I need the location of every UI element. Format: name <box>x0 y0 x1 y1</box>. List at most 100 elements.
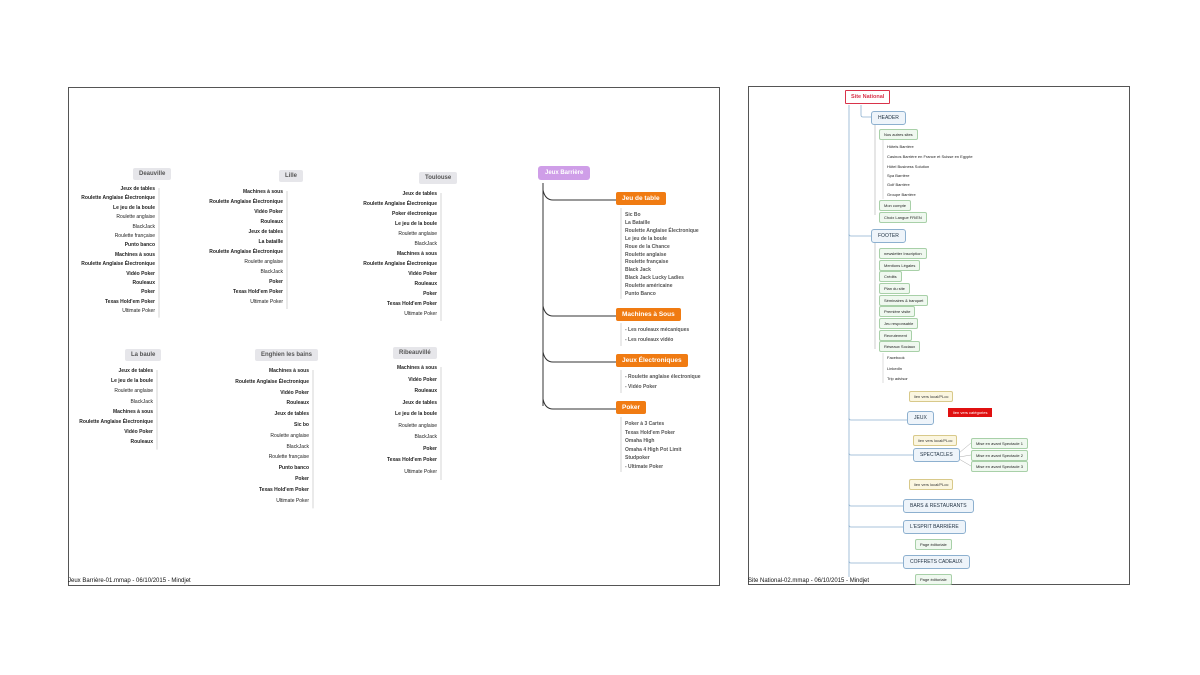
city-item[interactable]: Jeux de tables <box>402 191 437 197</box>
esprit-page-editoriale[interactable]: Page éditoriale <box>915 539 952 550</box>
city-item[interactable]: Punto banco <box>278 465 309 472</box>
city-item[interactable]: Vidéo Poker <box>254 209 283 215</box>
city-item[interactable]: Vidéo Poker <box>408 271 437 277</box>
city-label[interactable]: Ribeauvillé <box>393 347 437 359</box>
site-hotel-business[interactable]: Hôtel Business Solution <box>887 164 930 169</box>
city-label[interactable]: Lille <box>279 170 304 182</box>
footer-item-plan[interactable]: Plan du site <box>879 283 910 294</box>
category-item[interactable]: - Les rouleaux vidéo <box>625 336 674 343</box>
city-item[interactable]: Roulette française <box>268 454 309 461</box>
city-item[interactable]: Roulette anglaise <box>244 259 283 265</box>
city-item[interactable]: BlackJack <box>260 269 283 275</box>
nos-autres-sites[interactable]: Nos autres sites <box>879 129 918 140</box>
category-item[interactable]: Roulette américaine <box>625 283 673 290</box>
category-item[interactable]: Poker à 3 Cartes <box>625 421 665 427</box>
category-item[interactable]: Black Jack <box>625 267 651 274</box>
city-item[interactable]: Roulette Anglaise Électronique <box>363 261 437 267</box>
city-item[interactable]: Le jeu de la boule <box>395 411 437 417</box>
city-item[interactable]: Rouleaux <box>260 219 283 225</box>
city-item[interactable]: Rouleaux <box>132 280 155 286</box>
city-item[interactable]: Roulette Anglaise Électronique <box>235 378 309 385</box>
bars-link[interactable]: lien vers local/PLoc <box>909 479 954 490</box>
city-item[interactable]: Jeux de tables <box>118 368 153 374</box>
city-item[interactable]: Vidéo Poker <box>126 270 155 277</box>
category-item[interactable]: Roulette anglaise <box>625 251 667 258</box>
footer-item-seminaires[interactable]: Séminaires & banquet <box>879 295 929 306</box>
site-casinos-barriere[interactable]: Casinos Barrière en France et Suisse en … <box>887 154 973 159</box>
city-item[interactable]: Texas Hold'em Poker <box>386 301 437 307</box>
category-item[interactable]: - Roulette anglaise électronique <box>625 374 701 380</box>
category-item[interactable]: Roulette Anglaise Électronique <box>625 227 699 234</box>
city-item[interactable]: Ultimate Poker <box>250 299 283 305</box>
city-item[interactable]: Roulette française <box>114 233 155 239</box>
footer-item-reseaux[interactable]: Réseaux Sociaux <box>879 341 921 352</box>
city-item[interactable]: La bataille <box>258 239 283 245</box>
city-item[interactable]: BlackJack <box>132 223 155 230</box>
jeux-link[interactable]: lien vers local/PLoc <box>909 391 954 402</box>
city-item[interactable]: Roulette Anglaise Électronique <box>81 195 155 202</box>
spectacle-event-2[interactable]: Mise en avant Spectacle 2 <box>971 450 1028 461</box>
category-item[interactable]: - Ultimate Poker <box>625 463 664 470</box>
category-item[interactable]: - Les rouleaux mécaniques <box>625 327 690 333</box>
category-item[interactable]: Texas Hold'em Poker <box>625 429 676 436</box>
site-spa-barriere[interactable]: Spa Barrière <box>887 173 910 178</box>
city-item[interactable]: Roulette Anglaise Électronique <box>209 199 283 205</box>
city-item[interactable]: BlackJack <box>130 398 153 405</box>
city-item[interactable]: Jeux de tables <box>402 399 437 406</box>
city-item[interactable]: Poker <box>141 289 155 296</box>
coffrets-page-editoriale[interactable]: Page éditoriale <box>915 574 952 585</box>
city-item[interactable]: Poker <box>423 291 437 297</box>
category-machines-a-sous[interactable]: Machines à Sous <box>616 308 681 321</box>
category-item[interactable]: Sic Bo <box>625 212 641 218</box>
city-item[interactable]: Sic bo <box>293 422 309 428</box>
city-item[interactable]: Texas Hold'em Poker <box>258 486 309 493</box>
city-item[interactable]: Texas Hold'em Poker <box>232 289 283 295</box>
city-item[interactable]: Poker <box>423 445 437 452</box>
section-coffrets-cadeaux[interactable]: COFFRETS CADEAUX <box>903 555 970 569</box>
city-item[interactable]: Machines à sous <box>268 368 309 374</box>
city-item[interactable]: Vidéo Poker <box>280 389 309 396</box>
city-item[interactable]: BlackJack <box>414 241 437 247</box>
city-item[interactable]: Ultimate Poker <box>404 468 437 475</box>
city-item[interactable]: Machines à sous <box>396 251 437 257</box>
site-hotels-barriere[interactable]: Hôtels Barrière <box>887 144 914 149</box>
city-item[interactable]: Roulette Anglaise Électronique <box>81 261 155 268</box>
city-item[interactable]: Le jeu de la boule <box>111 378 153 385</box>
city-item[interactable]: Le jeu de la boule <box>113 204 155 211</box>
category-item[interactable]: Le jeu de la boule <box>625 235 667 242</box>
city-item[interactable]: Vidéo Poker <box>408 376 437 383</box>
city-item[interactable]: Le jeu de la boule <box>395 221 437 227</box>
category-item[interactable]: Black Jack Lucky Ladies <box>625 275 684 282</box>
city-item[interactable]: Ultimate Poker <box>122 308 155 315</box>
city-item[interactable]: Roulette Anglaise Électronique <box>209 249 283 255</box>
section-footer[interactable]: FOOTER <box>871 229 906 243</box>
category-poker[interactable]: Poker <box>616 401 647 414</box>
city-item[interactable]: Ultimate Poker <box>404 311 437 317</box>
city-item[interactable]: Texas Hold'em Poker <box>386 457 437 463</box>
city-item[interactable]: Vidéo Poker <box>124 429 153 436</box>
social-tripadvisor[interactable]: Trip advisor <box>887 376 908 381</box>
category-item[interactable]: Roulette française <box>625 259 669 266</box>
city-label[interactable]: Deauville <box>133 168 172 180</box>
city-item[interactable]: Rouleaux <box>286 400 309 407</box>
city-item[interactable]: Punto banco <box>124 242 155 249</box>
city-item[interactable]: Poker <box>295 476 309 482</box>
city-item[interactable]: Roulette Anglaise Électronique <box>363 201 437 207</box>
choix-langue[interactable]: Choix Langue FR/EN <box>879 212 927 223</box>
city-label[interactable]: Enghien les bains <box>255 349 319 361</box>
city-item[interactable]: BlackJack <box>286 443 309 450</box>
section-jeux[interactable]: JEUX <box>907 411 934 425</box>
social-linkedin[interactable]: LinkedIn <box>887 366 903 371</box>
category-item[interactable]: Omaha 4 High Pot Limit <box>625 446 682 453</box>
category-item[interactable]: - Vidéo Poker <box>625 383 657 390</box>
city-item[interactable]: Machines à sous <box>396 365 437 371</box>
city-item[interactable]: Jeux de tables <box>274 411 309 418</box>
city-label[interactable]: La baule <box>125 349 162 361</box>
city-item[interactable]: Jeux de tables <box>120 186 155 192</box>
section-spectacles[interactable]: SPECTACLES <box>913 448 960 462</box>
city-item[interactable]: Jeux de tables <box>248 229 283 235</box>
category-item[interactable]: Punto Banco <box>625 291 656 297</box>
footer-item-newsletter[interactable]: newsletter Inscription <box>879 248 927 259</box>
footer-item-credits[interactable]: Crédits <box>879 271 902 282</box>
mon-compte[interactable]: Mon compte <box>879 200 912 211</box>
